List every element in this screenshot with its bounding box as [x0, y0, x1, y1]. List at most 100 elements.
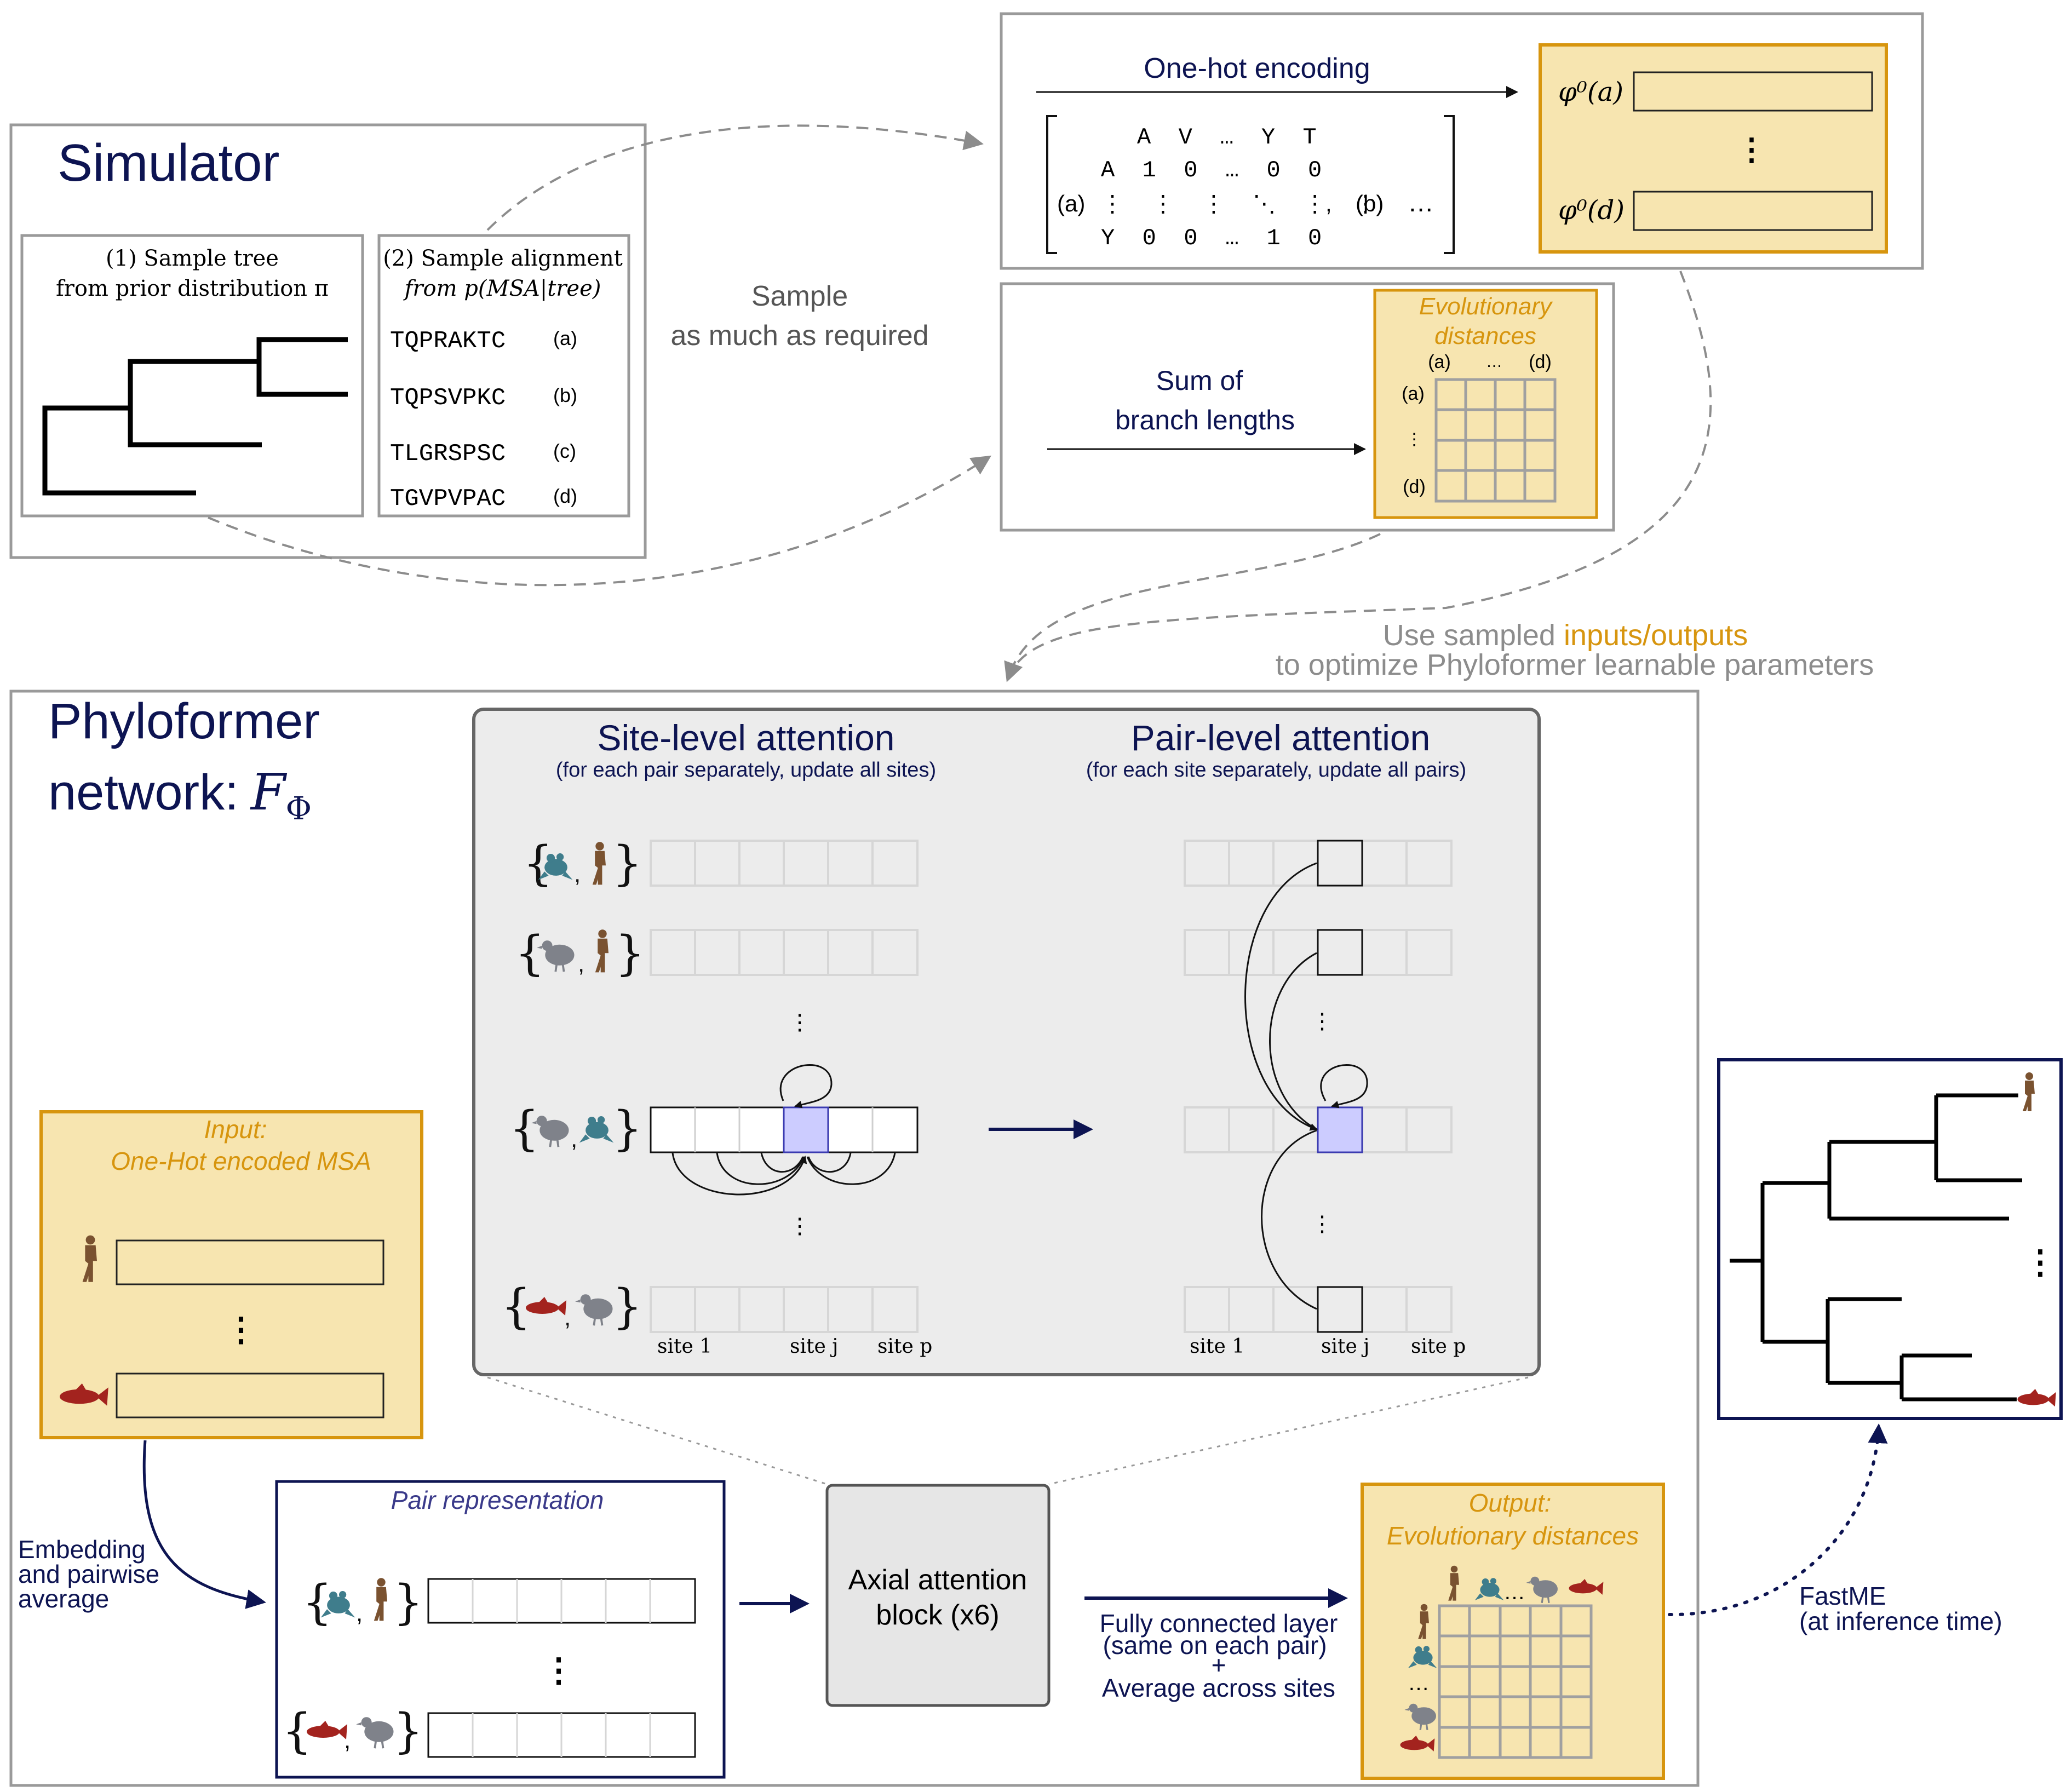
onehot-matrix-row1: A 1 0 … 0 0: [1101, 157, 1322, 183]
tree-vertical-dots: ⋮: [2024, 1244, 2057, 1280]
svg-text:}: }: [612, 836, 642, 891]
site-row-1: [650, 840, 919, 887]
pair-level-dots-upper: ⋮: [1311, 1009, 1333, 1033]
site-row-active: [650, 1064, 919, 1196]
pair-label-fish-bird: { , }: [501, 1279, 642, 1334]
svg-text:}: }: [393, 1575, 423, 1630]
fastme-arrow: [1668, 1423, 1888, 1617]
col-label-a: (a): [1428, 352, 1451, 372]
sample-note-line2: as much as required: [670, 320, 928, 352]
output-title-1: Output:: [1469, 1489, 1552, 1517]
site-j-label-left: site j: [790, 1335, 838, 1358]
sequence-d-label: (d): [553, 485, 577, 507]
arrow-outputs-to-training: [1004, 271, 1712, 682]
pair-vertical-dots-upper: ⋮: [789, 1010, 811, 1035]
optimize-note-line2: to optimize Phyloformer learnable parame…: [1276, 648, 1874, 681]
pair-rep-title: Pair representation: [391, 1486, 604, 1514]
input-title-2: One-Hot encoded MSA: [111, 1147, 371, 1175]
output-row-dots: …: [1408, 1671, 1430, 1695]
pair-attention-arcs: [1244, 862, 1318, 1310]
true-distances-title-2: distances: [1434, 323, 1536, 349]
site-p-label-right: site p: [1411, 1335, 1466, 1358]
optimize-note-prefix: Use sampled: [1383, 619, 1564, 652]
row-label-a: (a): [1402, 383, 1425, 404]
pair-vertical-dots-lower: ⋮: [789, 1214, 811, 1238]
svg-text:{: {: [515, 926, 545, 981]
axial-line1: Axial attention: [848, 1564, 1028, 1596]
onehot-panel: One-hot encoding A V … Y T A 1 0 … 0 0 (…: [1000, 12, 1924, 270]
true-distances-title-1: Evolutionary: [1419, 293, 1553, 320]
pair-row-active: [1184, 1064, 1453, 1153]
pair-level-dots-lower: ⋮: [1311, 1212, 1333, 1236]
alignment-sample-box: [377, 234, 630, 518]
row-label-dots: ⋮: [1406, 430, 1422, 449]
onehot-matrix-row3: Y 0 0 … 1 0: [1101, 225, 1322, 251]
tree-sample-box: [20, 234, 364, 518]
onehot-title: One-hot encoding: [1144, 53, 1370, 84]
inferred-tree: [1730, 1093, 2022, 1402]
fc-note-line1: Fully connected layer: [1100, 1609, 1338, 1638]
alignment-caption-line2: from p(MSA|tree): [403, 276, 601, 301]
optimize-note-highlight: inputs/outputs: [1564, 619, 1748, 652]
distances-panel: Sum of branch lengths Evolutionary dista…: [1000, 282, 1615, 532]
fastme-line2: (at inference time): [1799, 1607, 2002, 1635]
site-attention-subtitle: (for each pair separately, update all si…: [556, 759, 936, 782]
sum-branch-line2: branch lengths: [1115, 405, 1295, 435]
axial-line2: block (x6): [876, 1599, 999, 1631]
site-1-label-right: site 1: [1190, 1335, 1244, 1358]
sum-branch-line1: Sum of: [1156, 365, 1243, 396]
true-distances-box: [1373, 289, 1598, 519]
pair-self-loop: [1320, 1064, 1368, 1108]
input-title-1: Input:: [204, 1115, 267, 1144]
attention-panel: Site-level attention (for each pair sepa…: [472, 708, 1541, 1376]
onehot-trailing-dots: …: [1408, 188, 1434, 217]
site-self-loop: [779, 1064, 833, 1108]
site-row-2: [650, 929, 919, 976]
site-row-last: [650, 1286, 919, 1333]
sequence-c-label: (c): [553, 440, 576, 462]
embedding-arrow: [142, 1440, 266, 1609]
output-title-2: Evolutionary distances: [1387, 1521, 1639, 1550]
site-attention-title: Site-level attention: [598, 717, 895, 758]
input-msa-box: Input: One-Hot encoded MSA ⋮: [39, 1110, 423, 1439]
svg-text:{: {: [509, 1101, 539, 1156]
phi-d-label: φ⁰(d): [1558, 195, 1625, 226]
embedding-note-line3: average: [18, 1584, 109, 1613]
col-label-d: (d): [1529, 352, 1552, 372]
pair-representation-box: Pair representation { , } ⋮ { , }: [275, 1480, 726, 1779]
svg-text:,: ,: [344, 1727, 351, 1754]
simulator-panel: Simulator (1) Sample tree from prior dis…: [9, 123, 647, 559]
sample-note-line1: Sample: [751, 280, 848, 312]
svg-text:}: }: [393, 1704, 423, 1759]
phi-a-label: φ⁰(a): [1558, 77, 1623, 107]
site-j-label-right: site j: [1321, 1335, 1369, 1358]
pair-row-1: [1184, 840, 1453, 887]
svg-text:,: ,: [574, 860, 581, 887]
tree-caption-line1: (1) Sample tree: [106, 246, 279, 271]
svg-text:}: }: [612, 1101, 642, 1156]
pair-row-2: [1184, 929, 1453, 976]
sequence-b: TQPSVPKC: [390, 384, 506, 412]
onehot-matrix-row2: ⋮ ⋮ ⋮ ⋱ ⋮ ⋮: [1101, 192, 1377, 219]
svg-text:,: ,: [564, 1304, 571, 1331]
phi-d-vector: [1633, 191, 1873, 231]
simulator-title: Simulator: [58, 134, 279, 192]
col-label-dots: …: [1486, 353, 1502, 371]
pair-rep-vertical-dots: ⋮: [542, 1652, 575, 1688]
site-1-label-left: site 1: [657, 1335, 712, 1358]
pair-label-bird-human: { , }: [515, 926, 645, 981]
site-j-cell: [783, 1106, 829, 1153]
row-label-d: (d): [1403, 476, 1426, 497]
inferred-tree-box: ⋮: [1717, 1058, 2063, 1420]
sequence-a: TQPRAKTC: [390, 328, 506, 355]
phi-a-vector: [1633, 71, 1873, 112]
pair-attention-title: Pair-level attention: [1131, 717, 1431, 758]
sequence-b-label: (b): [553, 384, 577, 406]
svg-text:}: }: [612, 1279, 642, 1334]
svg-text:,: ,: [571, 1125, 577, 1152]
output-col-dots: …: [1503, 1580, 1525, 1604]
onehot-label-b: (b): [1356, 191, 1384, 216]
tree-caption-line2: from prior distribution π: [56, 276, 329, 301]
output-distances-box: Output: Evolutionary distances … …: [1361, 1483, 1665, 1780]
